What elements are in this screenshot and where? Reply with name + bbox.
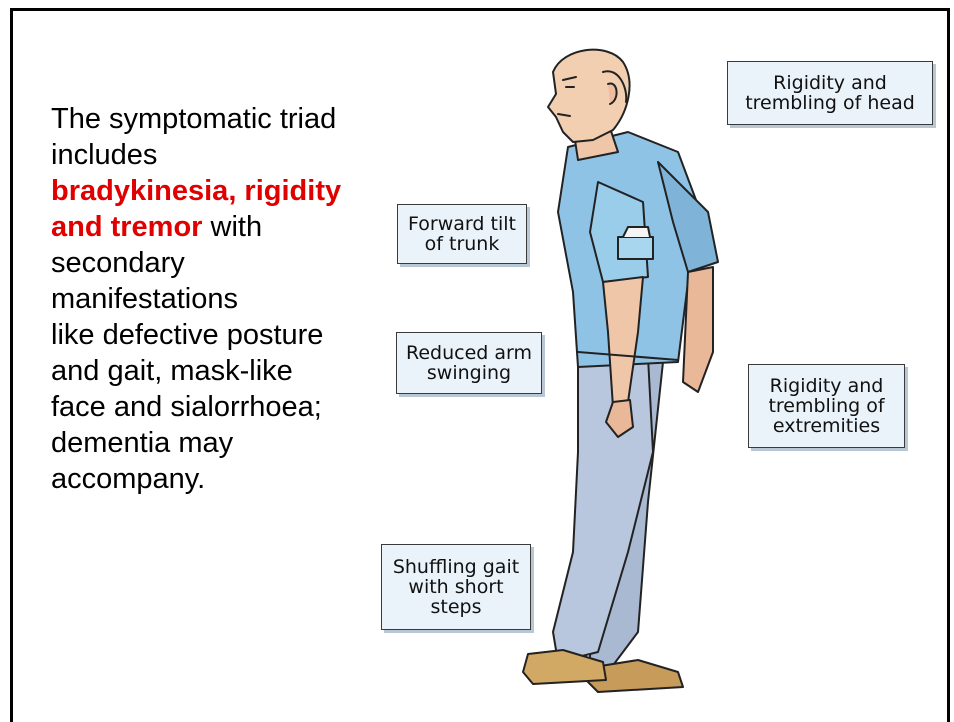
text-fragment: with [202, 211, 262, 243]
text-line: accompany. [51, 461, 381, 497]
text-line: The symptomatic triad [51, 101, 381, 137]
text-line: secondary [51, 245, 381, 281]
label-forward-tilt: Forward tilt of trunk [397, 204, 527, 264]
label-line: with short [382, 577, 530, 597]
highlighted-symptoms: and tremor [51, 211, 202, 243]
text-line: includes [51, 137, 381, 173]
label-line: Shuffling gait [382, 557, 530, 577]
text-line: like defective posture [51, 317, 381, 353]
label-line: trembling of [749, 396, 904, 416]
label-line: extremities [749, 416, 904, 436]
highlighted-symptoms: bradykinesia, rigidity [51, 173, 381, 209]
label-line: Reduced arm [397, 343, 541, 363]
label-line: Rigidity and [749, 376, 904, 396]
description-text: The symptomatic triad includes bradykine… [51, 101, 381, 497]
label-line: steps [382, 597, 530, 617]
text-line: dementia may [51, 425, 381, 461]
text-line: and gait, mask-like [51, 353, 381, 389]
label-shuffling-gait: Shuffling gait with short steps [381, 544, 531, 630]
text-line: manifestations [51, 281, 381, 317]
label-line: of trunk [398, 234, 526, 254]
label-line: swinging [397, 363, 541, 383]
label-line: Rigidity and [728, 73, 932, 93]
label-rigidity-head: Rigidity and trembling of head [727, 61, 933, 125]
text-line: face and sialorrhoea; [51, 389, 381, 425]
text-line: and tremor with [51, 209, 381, 245]
label-line: trembling of head [728, 93, 932, 113]
label-reduced-arm-swinging: Reduced arm swinging [396, 332, 542, 394]
label-line: Forward tilt [398, 214, 526, 234]
label-rigidity-extremities: Rigidity and trembling of extremities [748, 364, 905, 448]
